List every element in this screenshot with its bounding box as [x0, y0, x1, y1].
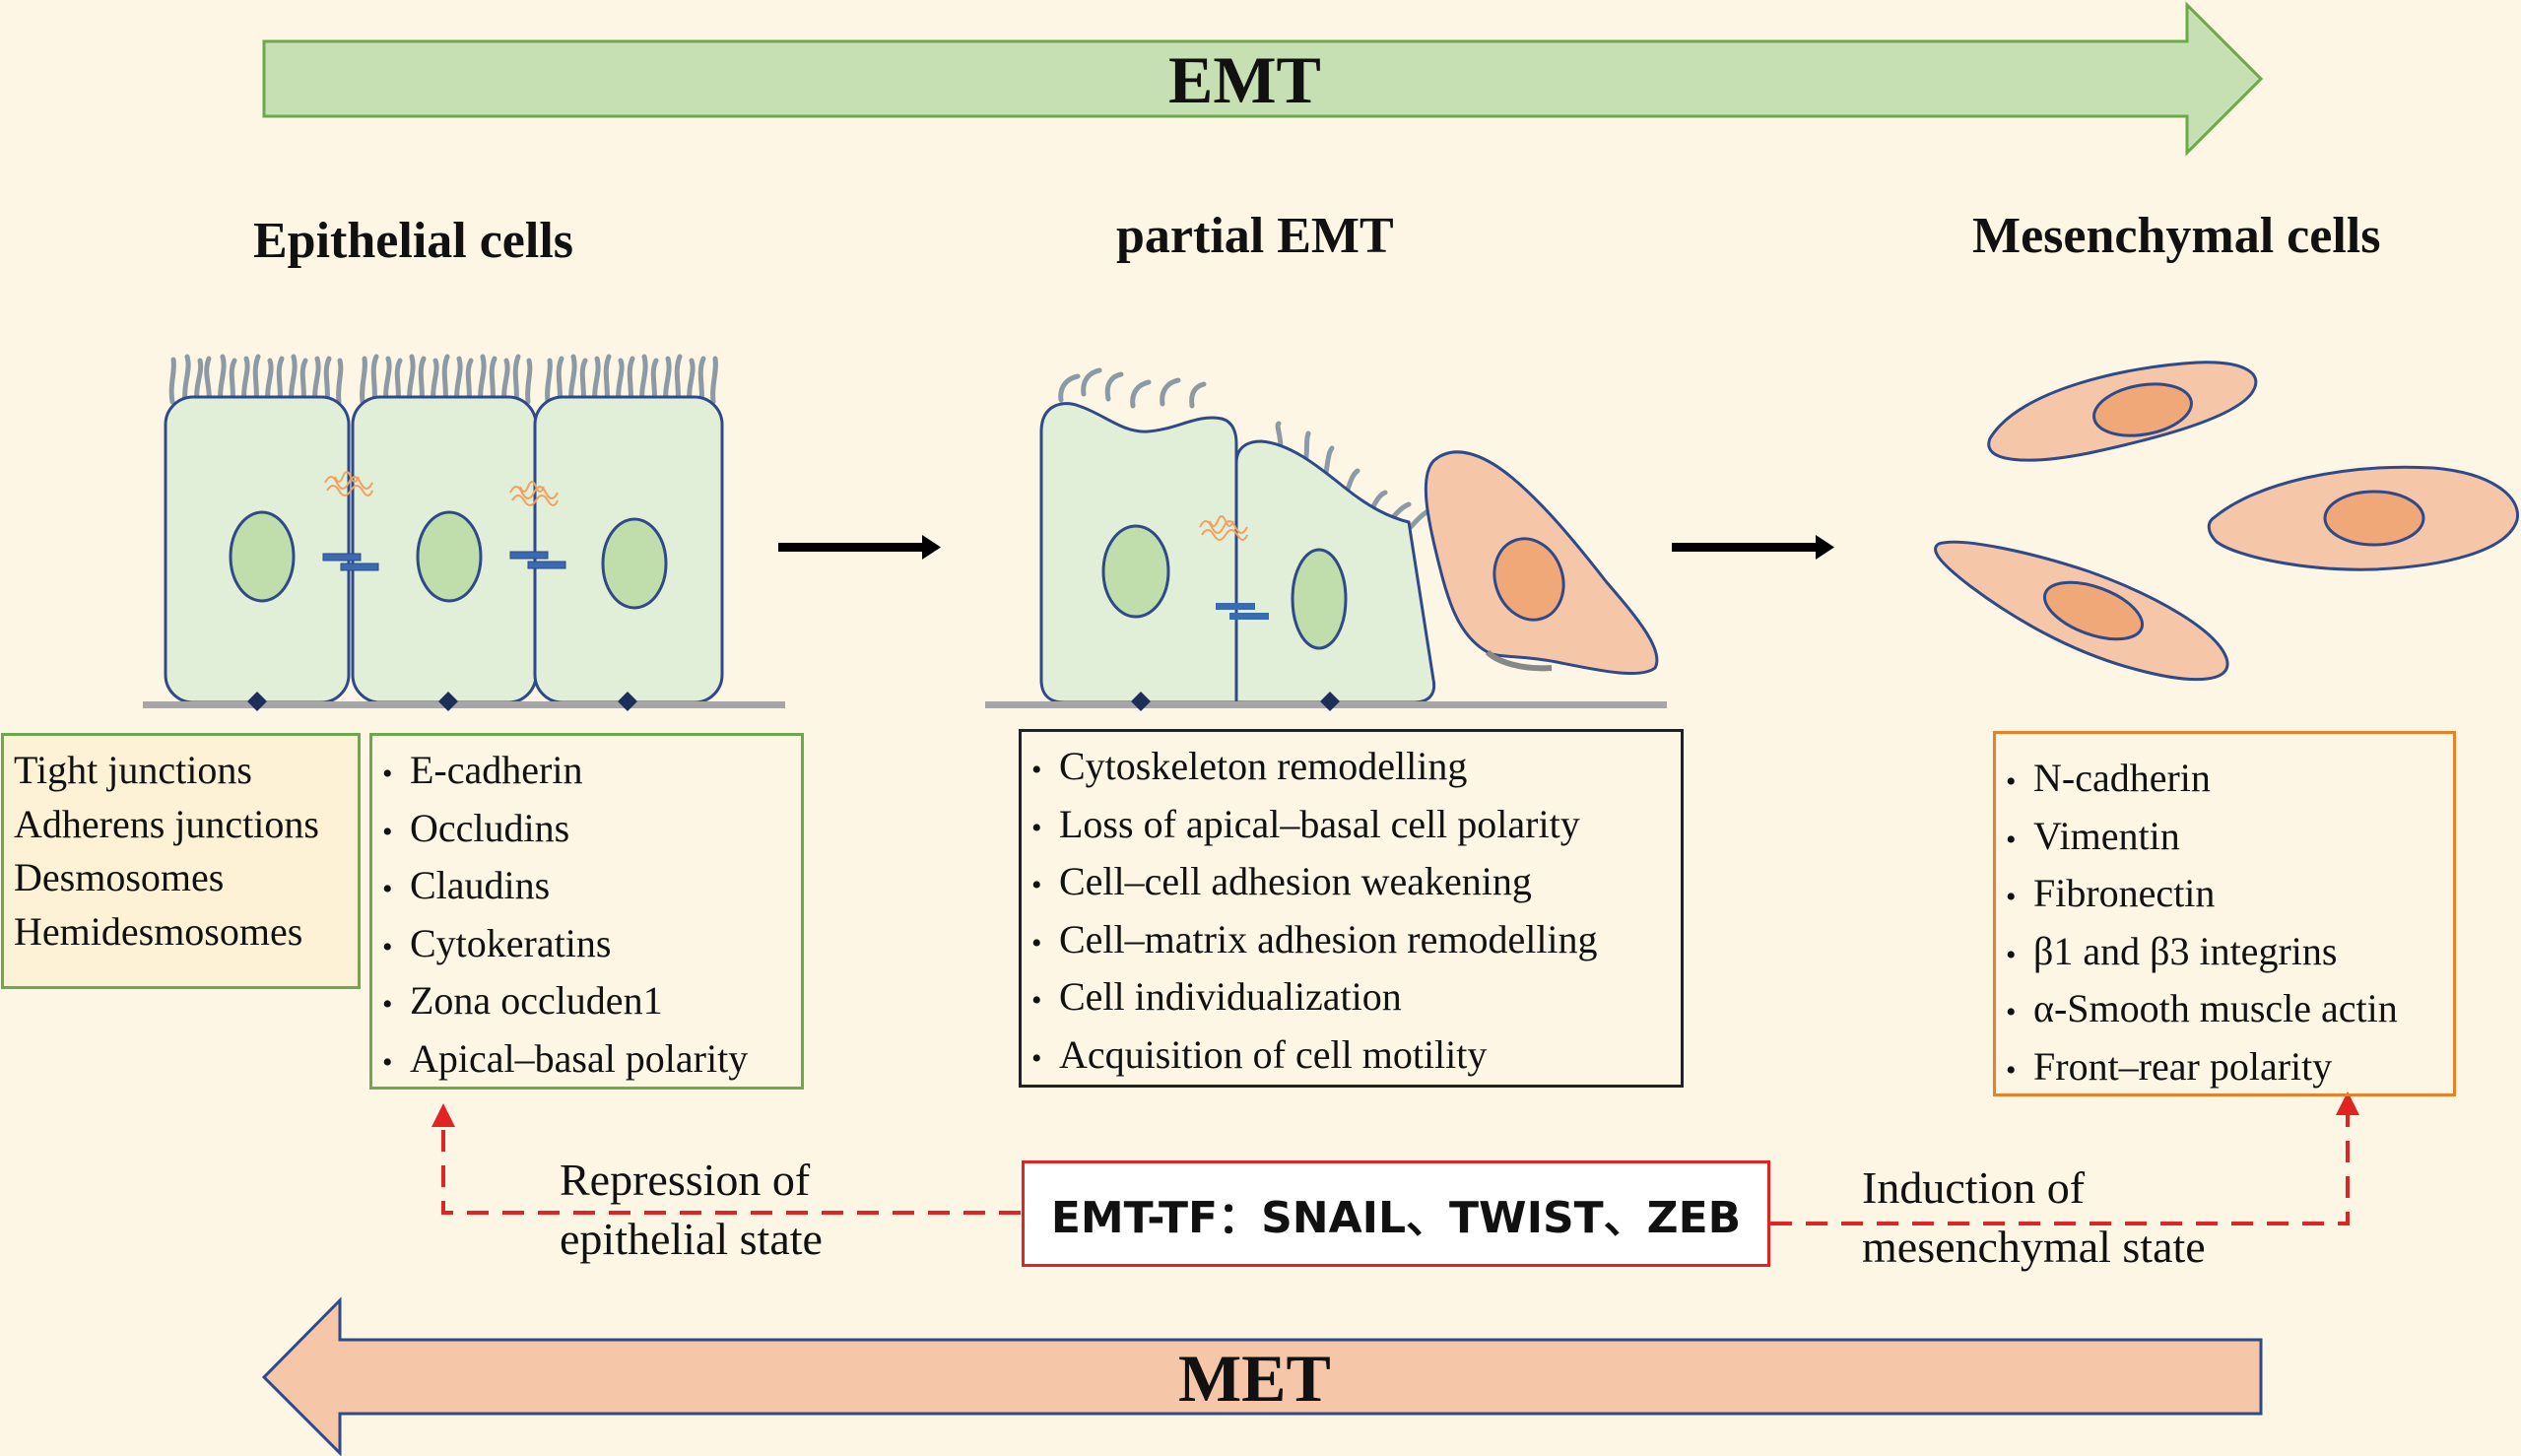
partial-feature-item: Acquisition of cell motility [1031, 1028, 1671, 1087]
induction-note: Induction of mesenchymal state [1862, 1158, 2206, 1277]
tight-junction-icon [324, 471, 559, 506]
epithelial-marker-item: Zona occluden1 [382, 974, 791, 1032]
partial-adherens-junction-icon [1216, 603, 1269, 620]
epithelial-nucleus-2 [416, 510, 483, 603]
partial-features-box: Cytoskeleton remodelling Loss of apical–… [1019, 729, 1684, 1088]
induction-line-2: mesenchymal state [1862, 1222, 2206, 1272]
progression-arrow-2 [1672, 535, 1834, 560]
epithelial-marker-item: Cytokeratins [382, 917, 791, 975]
mesenchymal-marker-item: Vimentin [2006, 810, 2443, 868]
partial-feature-item: Cell–matrix adhesion remodelling [1031, 913, 1671, 971]
progression-arrow-1 [778, 535, 941, 560]
junction-item: Hemidesmosomes [14, 908, 303, 954]
hemidesmosome-icon [247, 692, 637, 711]
epithelial-nucleus-3 [601, 517, 668, 610]
partial-hemidesmosome-icon [1131, 692, 1340, 711]
partial-nucleus-left [1101, 524, 1170, 619]
met-arrow-label: MET [1178, 1341, 1331, 1416]
epithelial-marker-item: Apical–basal polarity [382, 1032, 791, 1091]
junction-item: Desmosomes [14, 855, 225, 899]
partial-feature-item: Loss of apical–basal cell polarity [1031, 798, 1671, 856]
epithelial-cell-group [143, 354, 785, 711]
emt-tf-box: EMT-TF：SNAIL、TWIST、ZEB [1022, 1160, 1770, 1267]
emt-arrow-label: EMT [1168, 42, 1321, 117]
emt-arrow [262, 1, 2264, 157]
mesenchymal-marker-item: α-Smooth muscle actin [2006, 982, 2443, 1040]
junction-item: Adherens junctions [14, 801, 319, 846]
mesenchymal-marker-item: β1 and β3 integrins [2006, 925, 2443, 983]
repression-dashed-arrow [431, 1103, 1021, 1215]
induction-dashed-arrow [1770, 1092, 2359, 1225]
junction-item: Tight junctions [14, 748, 252, 792]
epithelial-marker-item: Occludins [382, 802, 791, 860]
basement-membrane-epithelial [143, 701, 785, 708]
mesenchymal-marker-item: N-cadherin [2006, 752, 2443, 810]
mesenchymal-nucleus-3 [2042, 580, 2145, 641]
mesenchymal-markers-box: N-cadherin Vimentin Fibronectin β1 and β… [1993, 731, 2456, 1096]
mesenchymal-nucleus-1 [2092, 382, 2193, 437]
mesenchymal-marker-item: Front–rear polarity [2006, 1040, 2443, 1098]
epithelial-nucleus-1 [229, 510, 296, 603]
adherens-junction-icon [322, 551, 566, 571]
partial-emt-title: partial EMT [1116, 208, 1394, 264]
mesenchymal-nucleus-2 [2323, 490, 2425, 547]
mesenchymal-cell-group [1934, 361, 2520, 682]
partial-feature-item: Cell–cell adhesion weakening [1031, 855, 1671, 913]
repression-line-2: epithelial state [560, 1214, 823, 1264]
detaching-nucleus [1493, 537, 1565, 622]
emt-tf-label: EMT-TF：SNAIL、TWIST、ZEB [1050, 1193, 1742, 1243]
met-arrow [261, 1296, 2263, 1456]
induction-line-1: Induction of [1862, 1162, 2086, 1213]
mesenchymal-title: Mesenchymal cells [1972, 208, 2381, 264]
repression-line-1: Repression of [560, 1155, 811, 1205]
mesenchymal-marker-item: Fibronectin [2006, 867, 2443, 925]
epithelial-marker-item: Claudins [382, 859, 791, 917]
partial-tight-junction-icon [1199, 515, 1248, 541]
partial-nucleus-right [1291, 548, 1348, 650]
epithelial-marker-item: E-cadherin [382, 744, 791, 802]
epithelial-cilia [168, 354, 718, 405]
repression-note: Repression of epithelial state [560, 1151, 823, 1269]
partial-feature-item: Cytoskeleton remodelling [1031, 740, 1671, 798]
epithelial-markers-box: E-cadherin Occludins Claudins Cytokerati… [369, 733, 804, 1090]
epithelial-title: Epithelial cells [253, 213, 573, 269]
detaching-cell-shadow [1485, 649, 1553, 672]
partial-feature-item: Cell individualization [1031, 970, 1671, 1028]
junction-list-box: Tight junctions Adherens junctions Desmo… [1, 733, 361, 989]
partial-emt-cell-group [985, 367, 1667, 711]
